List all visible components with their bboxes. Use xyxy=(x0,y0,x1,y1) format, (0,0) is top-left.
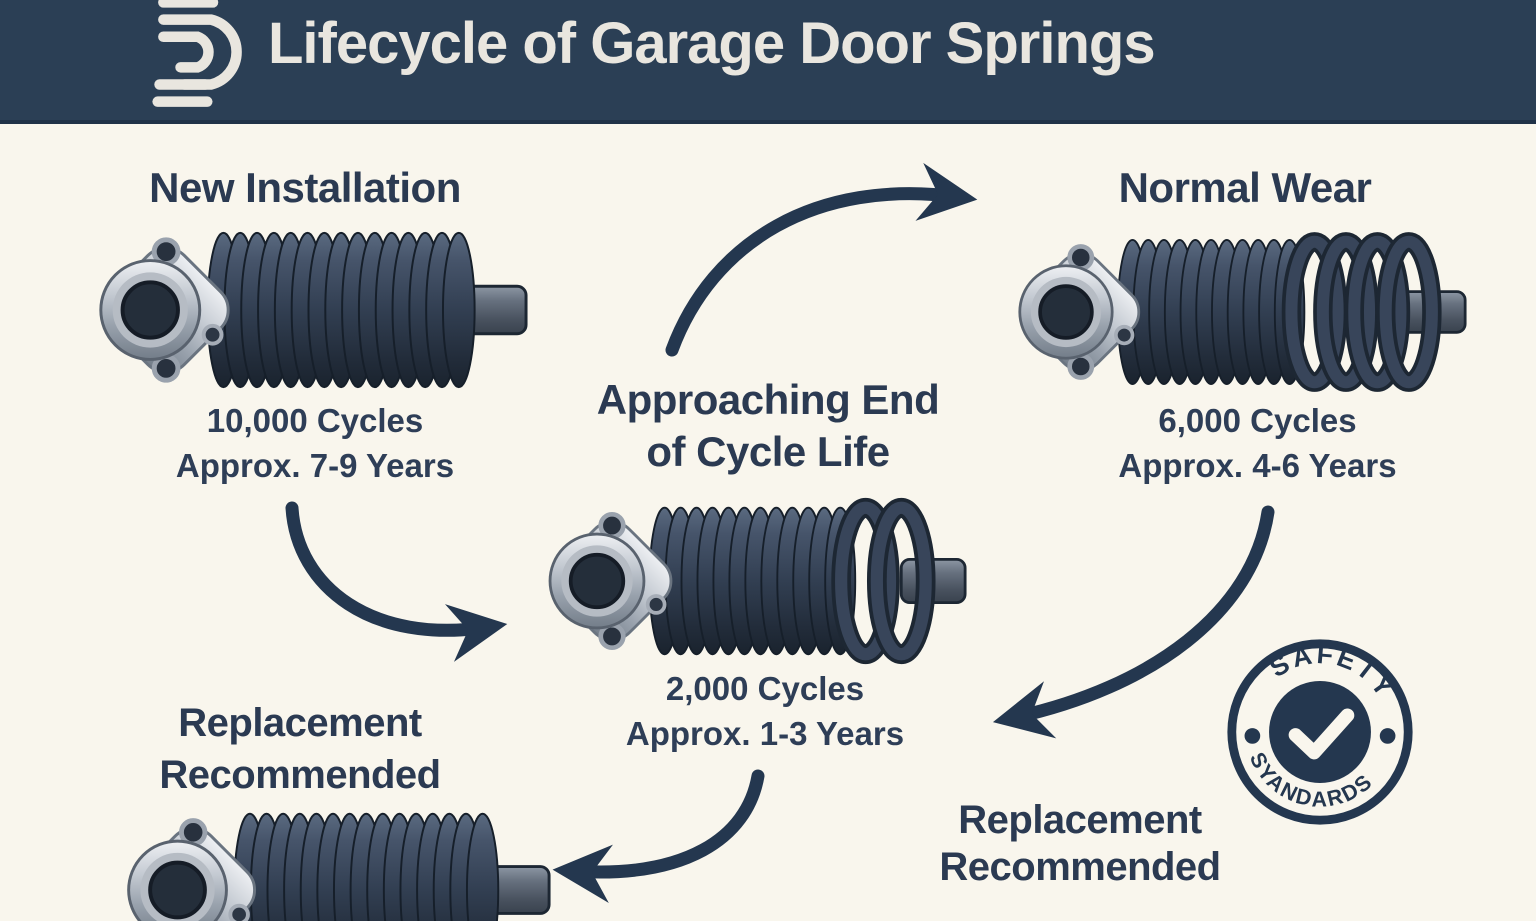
header-bar: Lifecycle of Garage Door Springs xyxy=(0,0,1536,124)
caption-lifespan: Approx. 7-9 Years xyxy=(175,447,455,484)
caption-cycles: 10,000 Cycles xyxy=(206,402,424,439)
caption-cycles: 2,000 Cycles xyxy=(665,670,865,707)
spring-logo-icon xyxy=(152,0,242,107)
arrow-approaching-to-replacement-icon xyxy=(552,769,765,903)
stage-title-replacement-left: Replacement Recommended xyxy=(85,697,515,801)
spring-illustration-normal-wear xyxy=(1005,232,1467,392)
caption-lifespan: Approx. 4-6 Years xyxy=(1118,447,1397,484)
badge-right-dot xyxy=(1379,728,1396,744)
stage-title-line2: of Cycle Life xyxy=(646,428,890,475)
stage-title-normal-wear: Normal Wear xyxy=(1118,164,1372,211)
arrow-new-to-approaching-icon xyxy=(285,501,508,662)
stage-title-line1: Replacement xyxy=(178,701,422,745)
stage-title-line2: Recommended xyxy=(939,845,1221,889)
badge-left-dot xyxy=(1244,728,1261,744)
stage-title-line2: Recommended xyxy=(159,753,441,797)
caption-cycles: 6,000 Cycles xyxy=(1158,402,1357,439)
stage-title-approaching-end: Approaching End of Cycle Life xyxy=(548,374,988,478)
spring-illustration-approaching-end xyxy=(535,497,967,665)
spring-illustration-new xyxy=(85,231,528,389)
caption-lifespan: Approx. 1-3 Years xyxy=(625,715,905,752)
page-title: Lifecycle of Garage Door Springs xyxy=(268,11,1156,76)
arrow-normal-wear-to-approaching-icon xyxy=(992,505,1275,739)
stage-title-replacement-right: Replacement Recommended xyxy=(860,797,1300,891)
spring-illustration-replacement xyxy=(113,812,551,921)
stage-title-new-installation: New Installation xyxy=(149,164,461,211)
checkmark-icon xyxy=(1288,708,1355,760)
caption-normal-wear: 6,000 Cycles Approx. 4-6 Years xyxy=(1035,398,1480,488)
stage-title-line1: Approaching End xyxy=(596,376,940,423)
caption-approaching-end: 2,000 Cycles Approx. 1-3 Years xyxy=(545,666,985,756)
arrow-new-to-normal-wear-icon xyxy=(665,162,978,357)
safety-standards-badge: SAFETY SYANDARDS xyxy=(1227,634,1413,825)
stage-title-line1: Replacement xyxy=(958,798,1202,842)
caption-new-installation: 10,000 Cycles Approx. 7-9 Years xyxy=(95,398,535,488)
